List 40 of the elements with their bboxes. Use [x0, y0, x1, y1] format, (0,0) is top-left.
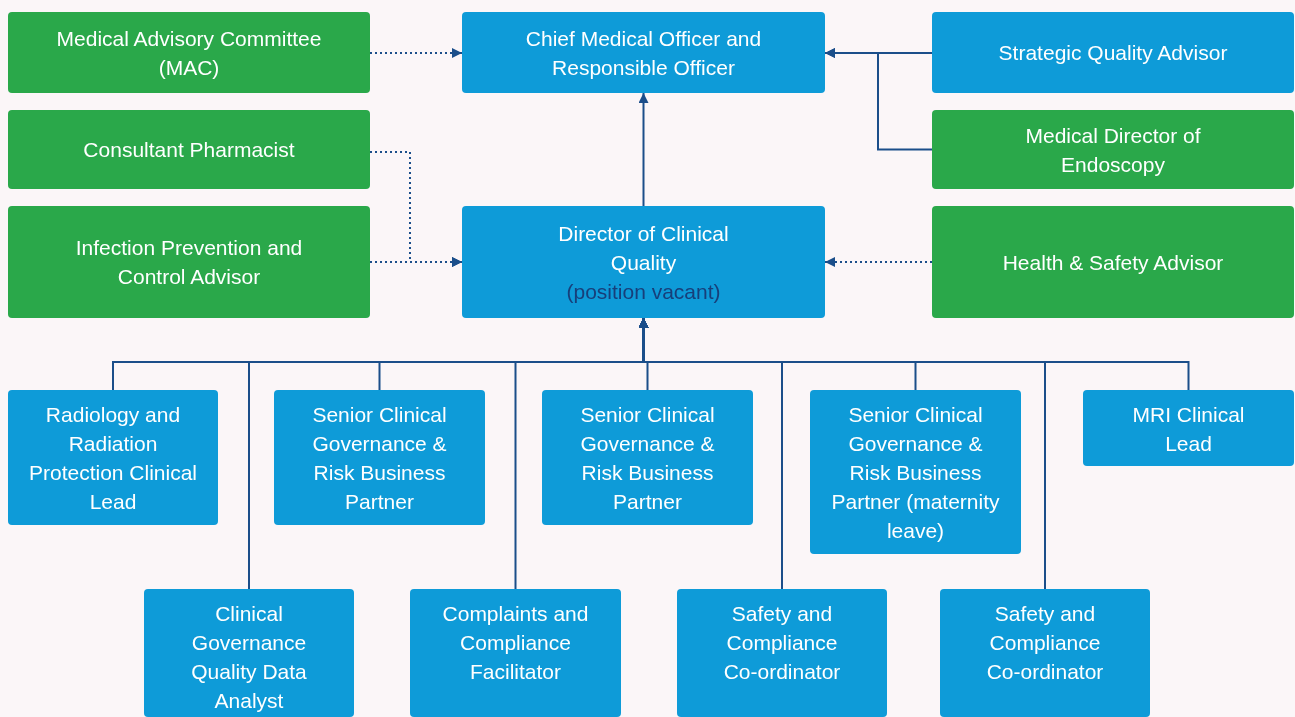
role-box [274, 390, 485, 525]
role-title: Clinical Governance Quality Data Analyst [190, 601, 308, 714]
role-box [932, 110, 1294, 189]
role-box [8, 12, 370, 93]
role-box [810, 390, 1021, 554]
role-box [144, 589, 354, 717]
role-title: Consultant Pharmacist [83, 137, 295, 163]
dotted-arrow [824, 257, 933, 267]
role-title: Senior Clinical Governance & Risk Business Partner [311, 402, 448, 515]
role-title: Director of Clinical Quality [557, 220, 730, 276]
role-title: Safety and Compliance Co-ordinator [722, 601, 842, 685]
role-title: Infection Prevention and Control Advisor [74, 235, 304, 290]
role-title: Chief Medical Officer and Responsible Officer [524, 25, 763, 81]
role-title: Health & Safety Advisor [1002, 249, 1224, 276]
role-title: Senior Clinical Governance & Risk Business Partner (maternity leave) [830, 402, 1001, 544]
role-box [462, 206, 825, 318]
role-box [8, 390, 218, 525]
role-box [932, 12, 1294, 93]
role-title: Safety and Compliance Co-ordinator [985, 601, 1105, 685]
role-box [940, 589, 1150, 717]
role-box [410, 589, 621, 717]
role-note: (position vacant) [566, 278, 721, 305]
dotted-arrow [369, 48, 463, 58]
role-box [8, 110, 370, 189]
role-title: Strategic Quality Advisor [998, 40, 1228, 66]
arrow [824, 48, 933, 151]
role-box [462, 12, 825, 93]
role-title: Medical Director of Endoscopy [1024, 122, 1202, 178]
role-title: Medical Advisory Committee (MAC) [55, 25, 323, 81]
role-box [542, 390, 753, 525]
arrow [638, 92, 649, 207]
role-title: Complaints and Compliance Facilitator [441, 601, 590, 685]
dotted-arrow [369, 257, 463, 267]
role-box [1083, 390, 1294, 466]
role-title: MRI Clinical Lead [1131, 402, 1246, 457]
role-title: Senior Clinical Governance & Risk Business Partner [579, 402, 716, 515]
role-box [677, 589, 887, 717]
role-box [8, 206, 370, 318]
role-box [932, 206, 1294, 318]
role-title: Radiology and Radiation Protection Clinical Lead [27, 402, 199, 515]
